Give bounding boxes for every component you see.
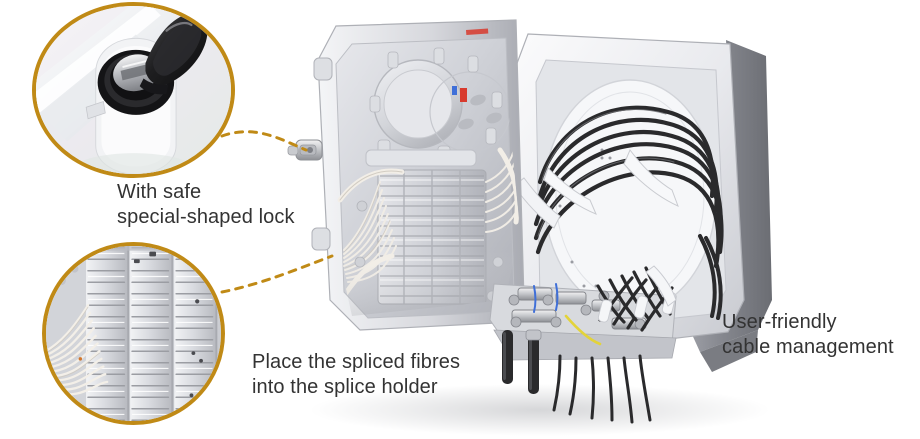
blue-fibre	[533, 283, 559, 313]
splice-leader-line	[220, 254, 334, 294]
splice-holder-detail-callout	[42, 242, 225, 425]
splice-holder-detail-image	[46, 246, 221, 421]
lock-leader-line	[220, 130, 308, 152]
yellow-fibre	[564, 314, 602, 346]
door-hinge	[311, 57, 333, 251]
caption-cable: User-friendly cable management	[722, 311, 894, 358]
lock-barrel	[287, 139, 323, 161]
lock-detail-callout	[32, 2, 235, 178]
hinged-door-panel	[311, 19, 525, 331]
fibre-storage-spool	[369, 28, 511, 161]
lock-detail-image	[36, 6, 231, 174]
feeder-cable	[502, 329, 542, 394]
cable-tie-strap	[513, 149, 679, 229]
product-shadow	[310, 384, 770, 436]
caption-lock: With safe special-shaped lock	[117, 181, 295, 228]
blue-marker	[452, 86, 457, 95]
drop-cable-ports	[552, 354, 652, 424]
red-marker	[460, 88, 467, 102]
leader-lines	[220, 130, 334, 294]
enclosure-body	[513, 33, 772, 372]
caption-splice: Place the spliced fibres into the splice…	[252, 351, 461, 398]
cable-clamp-assembly	[489, 265, 677, 424]
